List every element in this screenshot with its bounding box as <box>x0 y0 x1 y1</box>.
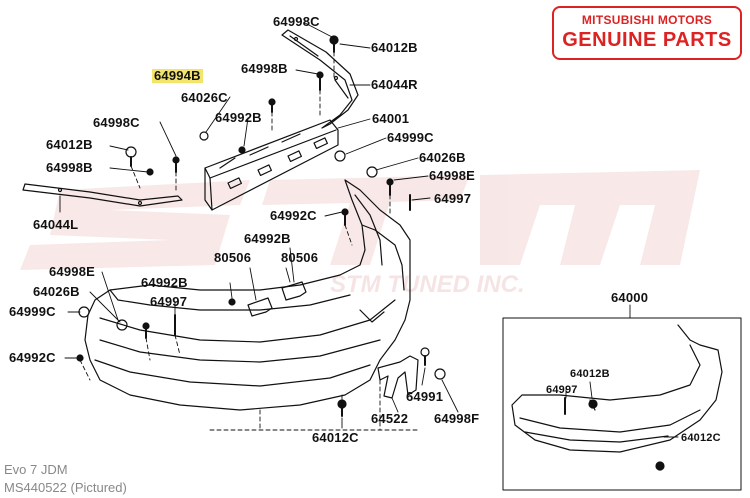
bracket-80506-b <box>281 281 307 301</box>
part-label: 64044L <box>33 217 79 232</box>
part-label: 64998B <box>241 61 288 76</box>
part-label: 64012B <box>371 40 418 55</box>
part-label: 64992B <box>141 275 188 290</box>
brand-name: MITSUBISHI MOTORS <box>581 13 713 27</box>
part-label: 64000 <box>611 290 649 305</box>
assembly-lines <box>79 51 421 431</box>
part-label: 64992B <box>244 231 291 246</box>
bumper-reinforcement <box>204 119 339 211</box>
part-label: 64992C <box>270 208 317 223</box>
part-label: 80506 <box>281 250 319 265</box>
part-label: 64997 <box>546 384 578 396</box>
part-label: 64997 <box>150 294 188 309</box>
part-label-highlighted: 64994B <box>152 68 203 83</box>
inset-assembly <box>502 317 742 491</box>
part-label: 80506 <box>214 250 252 265</box>
part-label: 64522 <box>371 411 409 426</box>
part-label: 64998C <box>273 14 320 29</box>
genuine-parts-badge: MITSUBISHI MOTORS GENUINE PARTS <box>552 6 742 60</box>
bracket-80506-a <box>247 297 273 317</box>
part-label: 64998E <box>429 168 476 183</box>
part-label: 64998B <box>46 160 93 175</box>
part-label: 64012B <box>570 368 610 380</box>
model-caption: Evo 7 JDM <box>4 462 68 477</box>
bracket-strip-right <box>281 29 359 129</box>
part-label: 64998E <box>49 264 96 279</box>
part-label: 64026B <box>419 150 466 165</box>
part-label: 64998F <box>434 411 480 426</box>
part-label: 64997 <box>434 191 472 206</box>
part-label: 64998C <box>93 115 140 130</box>
part-label: 64044R <box>371 77 418 92</box>
part-label: 64999C <box>387 130 434 145</box>
part-label: 64991 <box>406 389 444 404</box>
part-number-caption: MS440522 (Pictured) <box>4 480 127 495</box>
part-label: 64992B <box>215 110 262 125</box>
part-label: 64026B <box>33 284 80 299</box>
part-label: 64001 <box>372 111 410 126</box>
mounting-stay <box>377 355 419 399</box>
part-label: 64012B <box>46 137 93 152</box>
part-label: 64999C <box>9 304 56 319</box>
part-label: 64012C <box>681 432 721 444</box>
leader-lines <box>59 22 679 438</box>
bumper-cover <box>84 179 411 411</box>
part-label: 64012C <box>312 430 359 445</box>
brand-tagline: GENUINE PARTS <box>562 29 732 51</box>
fasteners <box>76 35 446 417</box>
part-label: 64992C <box>9 350 56 365</box>
bracket-strip-left <box>22 183 183 207</box>
part-label: 64026C <box>181 90 228 105</box>
